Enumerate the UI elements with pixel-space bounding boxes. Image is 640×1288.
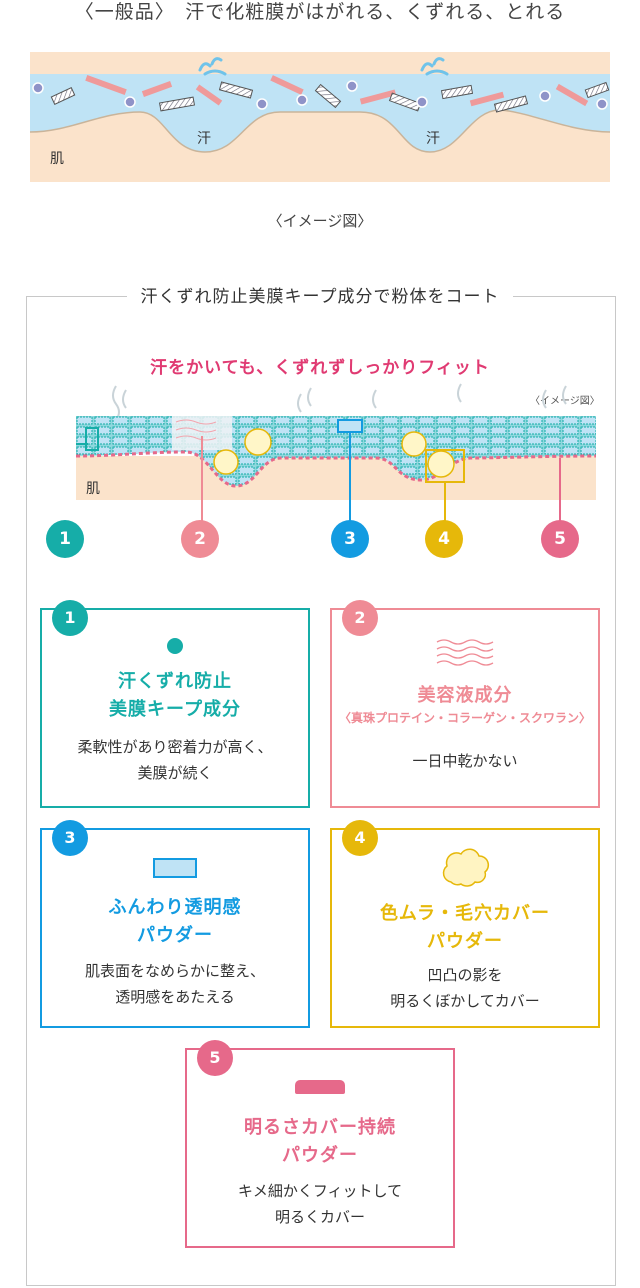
fit-title: 汗をかいても、くずれずしっかりフィット <box>150 358 490 378</box>
cloud-powder-particles <box>213 428 455 478</box>
blue-rectangle-icon <box>153 858 197 878</box>
card-desc: 肌表面をなめらかに整え、 <box>84 962 265 980</box>
card-5: 5 明るさカバー持続 パウダー キメ細かくフィットして 明るくカバー <box>185 1040 455 1248</box>
marker-5: 5 <box>541 520 579 558</box>
card-3: 3 ふんわり透明感 パウダー 肌表面をなめらかに整え、 透明感をあたえる <box>40 820 310 1028</box>
skin-label: 肌 <box>50 151 64 167</box>
marker-1: 1 <box>46 520 84 558</box>
pink-bar-icon <box>295 1080 345 1094</box>
skin-layer <box>76 456 596 500</box>
frame-title: 汗くずれ防止美膜キープ成分で粉体をコート <box>0 282 640 307</box>
card-badge: 1 <box>52 600 88 636</box>
marker-2: 2 <box>181 520 219 558</box>
card-badge: 5 <box>197 1040 233 1076</box>
sweat-label: 汗 <box>197 131 211 147</box>
card-title: 美容液成分 <box>417 685 513 706</box>
card-2: 2 美容液成分 〈真珠プロテイン・コラーゲン・スクワラン〉 一日中乾かない <box>330 600 600 808</box>
card-badge: 4 <box>342 820 378 856</box>
teal-dot-icon <box>167 638 183 654</box>
general-product-title: 〈一般品〉 汗で化粧膜がはがれる、くずれる、とれる <box>74 1 566 23</box>
general-product-diagram <box>30 52 610 182</box>
card-title: 明るさカバー持続 <box>244 1117 396 1138</box>
skin-label: 肌 <box>86 481 100 497</box>
card-desc: 明るくぼかしてカバー <box>390 992 540 1010</box>
skin-layer <box>30 52 610 182</box>
image-note: 〈イメージ図〉 <box>267 212 373 230</box>
card-1: 1 汗くずれ防止 美膜キープ成分 柔軟性があり密着力が高く、 美膜が続く <box>40 600 310 808</box>
card-title: パウダー <box>282 1145 358 1166</box>
card-desc: 凹凸の影を <box>427 966 503 984</box>
card-desc: 美膜が続く <box>137 764 213 782</box>
card-desc: 一日中乾かない <box>412 752 518 770</box>
card-title: 色ムラ・毛穴カバー <box>379 903 551 924</box>
marker-4: 4 <box>425 520 463 558</box>
card-4: 4 色ムラ・毛穴カバー パウダー 凹凸の影を 明るくぼかしてカバー <box>330 820 600 1028</box>
card-title: ふんわり透明感 <box>108 897 242 918</box>
steam-lines <box>112 383 567 421</box>
marker-3: 3 <box>331 520 369 558</box>
card-desc: 明るくカバー <box>274 1208 365 1226</box>
coated-powder-diagram <box>76 383 596 521</box>
card-desc: 透明感をあたえる <box>115 988 235 1006</box>
sweat-label: 汗 <box>426 131 440 147</box>
card-title: パウダー <box>137 925 213 946</box>
card-title: パウダー <box>427 931 503 952</box>
card-desc: キメ細かくフィットして <box>237 1182 403 1200</box>
makeup-particles <box>32 74 610 113</box>
card-subtitle: 〈真珠プロテイン・コラーゲン・スクワラン〉 <box>338 711 591 725</box>
card-title: 美膜キープ成分 <box>109 699 241 720</box>
marker-box-3 <box>337 419 363 433</box>
card-badge: 3 <box>52 820 88 856</box>
wave-lines-icon <box>436 639 494 666</box>
card-badge: 2 <box>342 600 378 636</box>
marker-box-1 <box>85 427 99 451</box>
cloud-powder-icon <box>442 848 490 887</box>
card-desc: 柔軟性があり密着力が高く、 <box>77 738 273 756</box>
card-title: 汗くずれ防止 <box>118 671 232 692</box>
